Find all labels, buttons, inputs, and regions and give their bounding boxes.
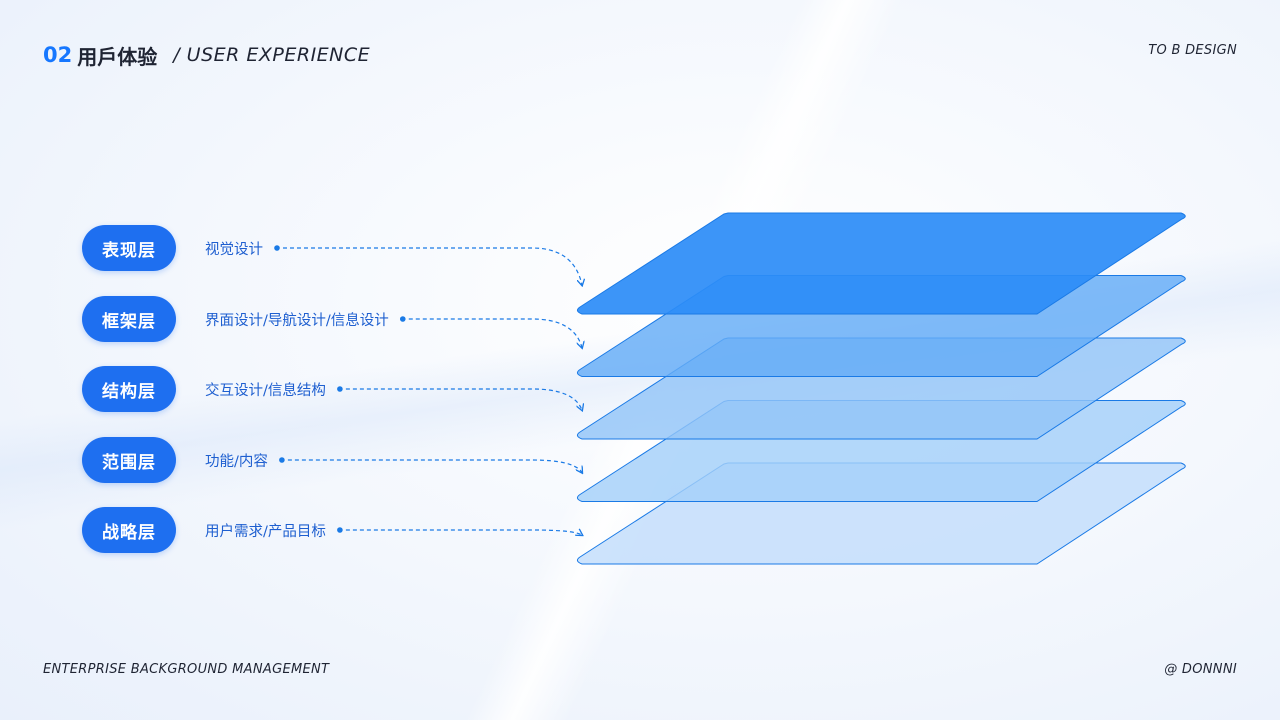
layer-description: 视觉设计 — [205, 241, 263, 258]
layer-description: 交互设计/信息结构 — [205, 382, 326, 399]
connector-arrow — [287, 459, 582, 473]
section-title: 用戶体验 — [77, 44, 158, 69]
layer-pill: 结构层 — [82, 366, 176, 412]
layer-row: 战略层 用户需求/产品目标 — [82, 506, 326, 554]
layer-pill: 战略层 — [82, 507, 176, 553]
connector-dot — [399, 316, 406, 322]
connector-dot — [279, 457, 285, 463]
footer-right-text: @ DONNNI — [1164, 662, 1237, 677]
section-number: 02 — [43, 43, 73, 67]
layer-description: 功能/内容 — [205, 453, 268, 470]
layer-row: 框架层 界面设计/导航设计/信息设计 — [82, 295, 389, 343]
connector-arrow — [408, 318, 582, 348]
layer-pill: 表现层 — [82, 225, 176, 271]
footer-left-text: ENTERPRISE BACKGROUND MANAGEMENT — [43, 662, 330, 677]
connector-dot — [274, 245, 280, 251]
connector-arrow — [345, 530, 582, 535]
section-subtitle: / USER EXPERIENCE — [173, 44, 371, 66]
layer-description: 用户需求/产品目标 — [205, 523, 326, 540]
connector-arrow — [345, 388, 582, 410]
layer-description: 界面设计/导航设计/信息设计 — [205, 312, 389, 329]
top-right-tag: TO B DESIGN — [1148, 43, 1237, 58]
layer-row: 范围层 功能/内容 — [82, 436, 268, 484]
layer-row: 表现层 视觉设计 — [82, 224, 263, 272]
layer-pill: 范围层 — [82, 437, 176, 483]
connector-dot — [337, 527, 343, 533]
layer-plane — [576, 212, 1186, 315]
section-header: 02 用戶体验 / USER EXPERIENCE — [43, 40, 370, 70]
connector-dot — [337, 386, 343, 392]
connector-arrow — [283, 247, 582, 285]
layer-row: 结构层 交互设计/信息结构 — [82, 365, 326, 413]
layer-pill: 框架层 — [82, 296, 176, 342]
